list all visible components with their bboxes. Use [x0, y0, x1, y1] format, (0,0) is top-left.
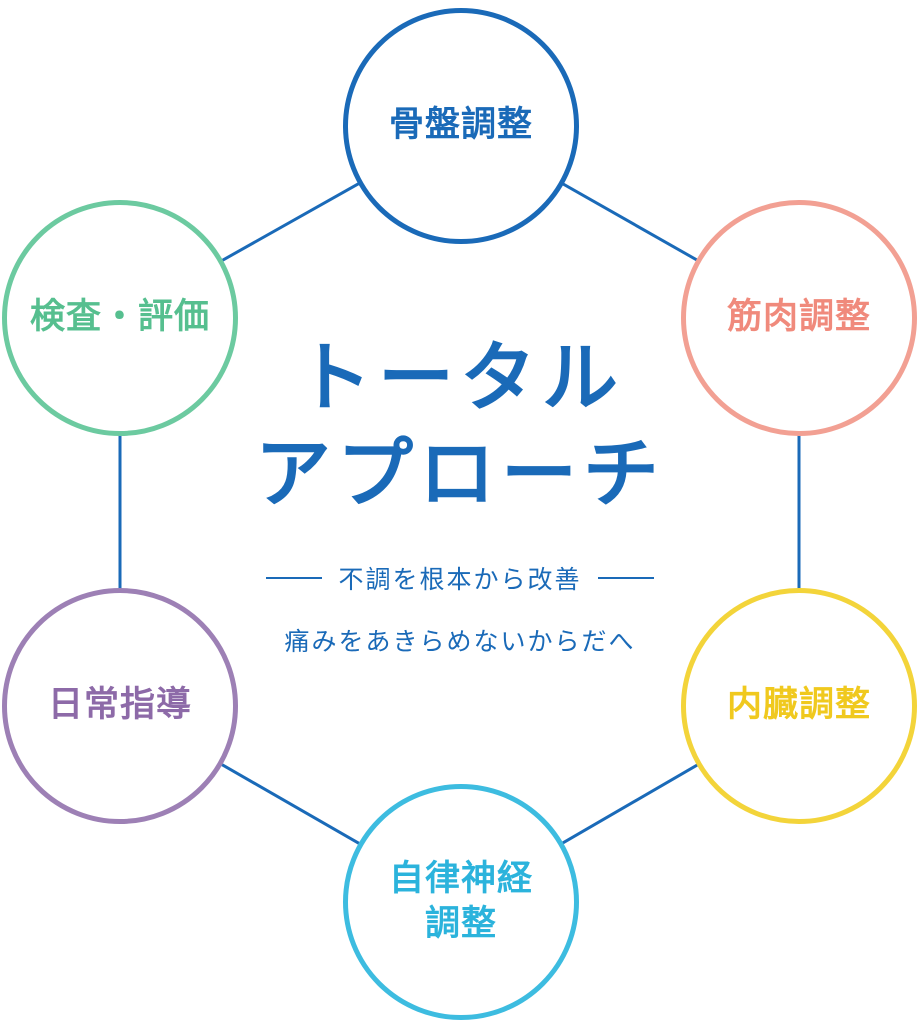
node-visceral-adjustment: 内臓調整 — [681, 588, 917, 824]
node-pelvis-adjustment: 骨盤調整 — [343, 8, 579, 244]
center-title-line2: アプローチ — [255, 429, 665, 518]
center-tagline: 痛みをあきらめないからだへ — [284, 627, 636, 656]
subtitle-right-rule — [597, 577, 654, 579]
node-label-daily: 日常指導 — [47, 685, 192, 726]
node-label-pelvis: 骨盤調整 — [388, 105, 533, 146]
center-subtitle: 不調を根本から改善 — [338, 565, 582, 594]
node-label-exam: 検査・評価 — [29, 297, 210, 338]
node-autonomic-adjustment: 自律神経 調整 — [343, 784, 579, 1020]
center-subtitle-row: 不調を根本から改善 — [230, 560, 690, 596]
center-title-line1: トータル — [296, 333, 624, 422]
subtitle-left-rule — [266, 577, 323, 579]
node-label-muscle: 筋肉調整 — [726, 297, 871, 338]
node-muscle-adjustment: 筋肉調整 — [681, 200, 917, 436]
node-exam-evaluation: 検査・評価 — [2, 200, 238, 436]
node-daily-guidance: 日常指導 — [2, 588, 238, 824]
node-label-autonomic: 自律神経 調整 — [388, 858, 533, 945]
node-label-visceral: 内臓調整 — [726, 685, 871, 726]
